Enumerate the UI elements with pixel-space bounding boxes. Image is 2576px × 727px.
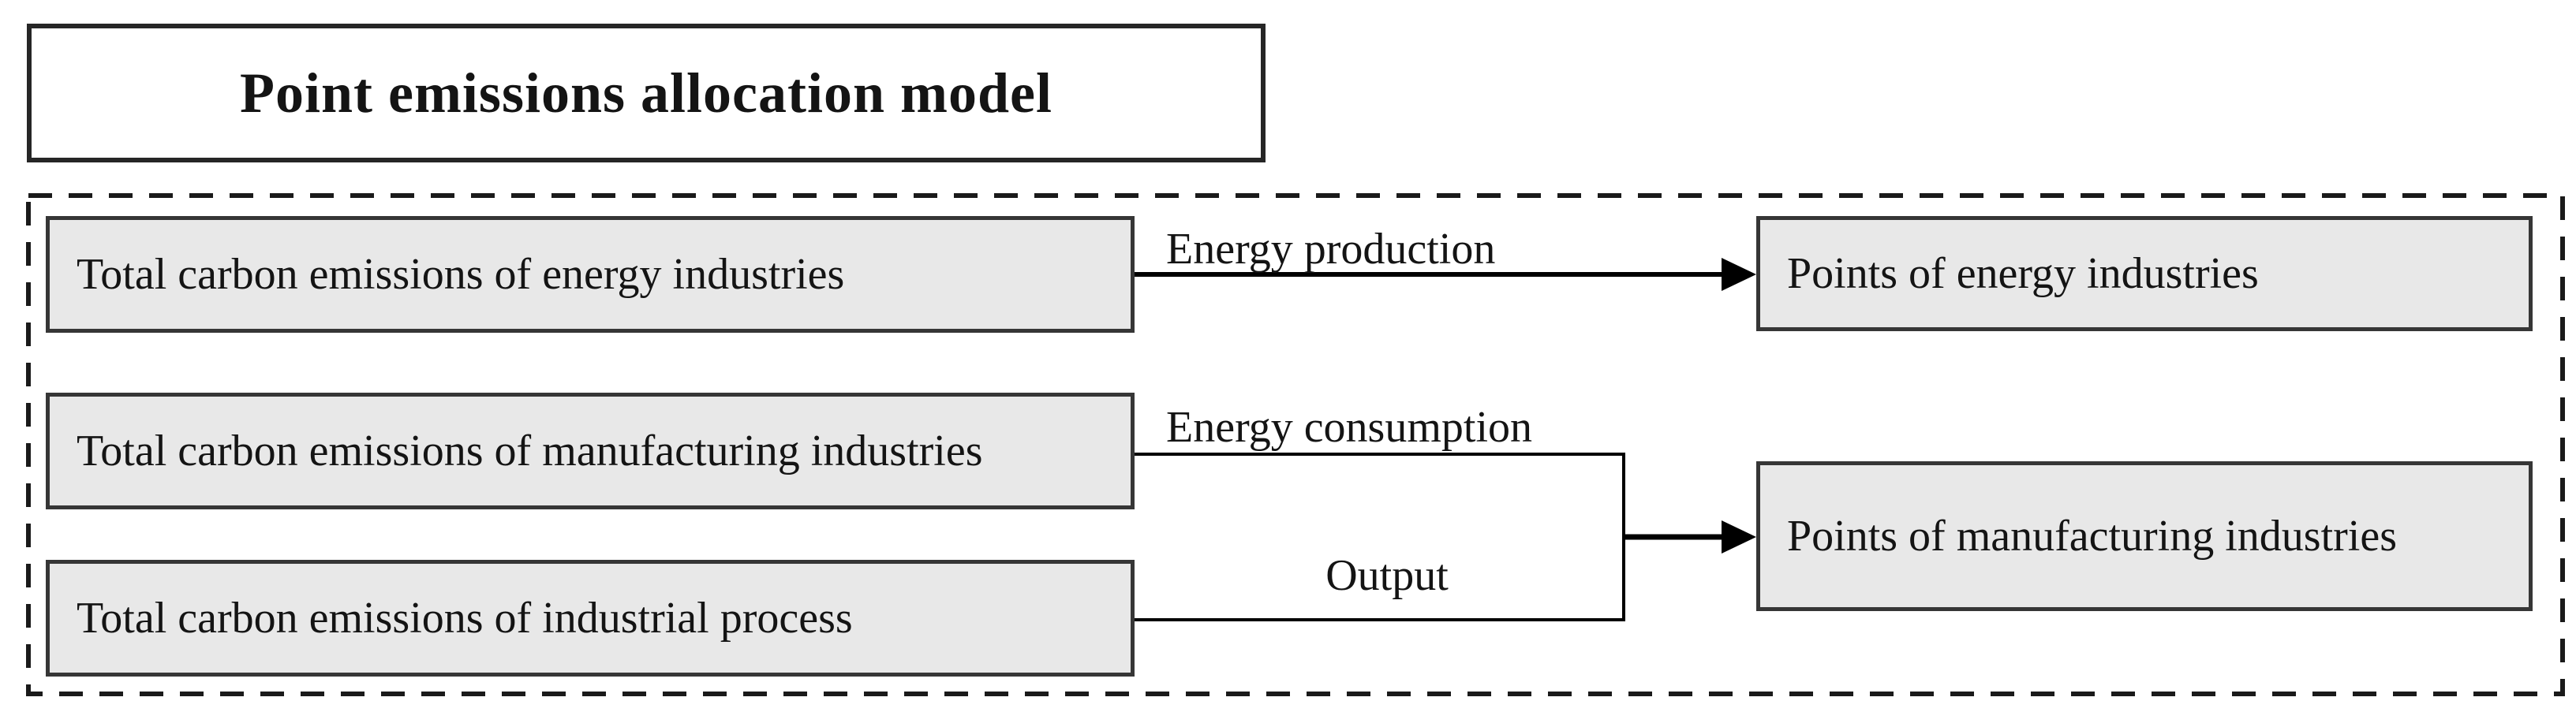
node-total-industrial-process-emissions: Total carbon emissions of industrial pro… — [46, 560, 1135, 677]
edge-label-output: Output — [1325, 551, 1449, 600]
node-points-energy-industries: Points of energy industries — [1756, 216, 2533, 331]
node-label: Total carbon emissions of energy industr… — [77, 250, 845, 299]
node-label: Points of manufacturing industries — [1787, 512, 2398, 561]
arrowhead-manufacturing-icon — [1722, 520, 1756, 554]
node-label: Total carbon emissions of manufacturing … — [77, 427, 983, 475]
diagram-title: Point emissions allocation model — [239, 61, 1052, 125]
node-total-manufacturing-emissions: Total carbon emissions of manufacturing … — [46, 393, 1135, 509]
arrowhead-energy-production-icon — [1722, 258, 1756, 291]
edge-label-energy-consumption: Energy consumption — [1166, 403, 1533, 452]
title-box: Point emissions allocation model — [27, 24, 1266, 162]
edge-label-energy-production: Energy production — [1166, 225, 1496, 274]
node-points-manufacturing-industries: Points of manufacturing industries — [1756, 461, 2533, 611]
node-total-energy-emissions: Total carbon emissions of energy industr… — [46, 216, 1135, 333]
node-label: Total carbon emissions of industrial pro… — [77, 594, 853, 643]
node-label: Points of energy industries — [1787, 249, 2259, 298]
